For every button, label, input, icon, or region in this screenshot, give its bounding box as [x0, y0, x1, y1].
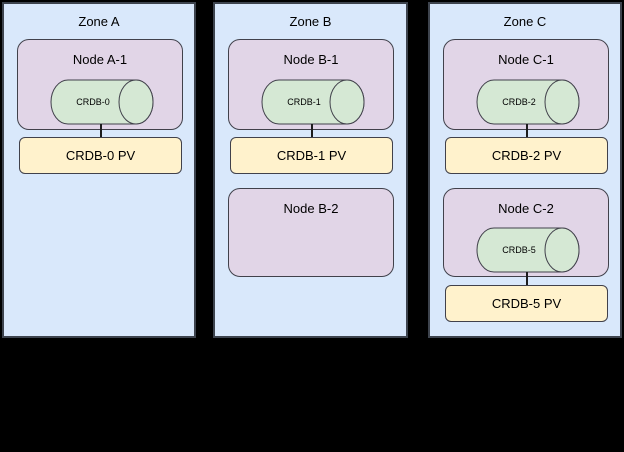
crdb-5-label: CRDB-5 [502, 245, 536, 255]
zone-c-title: Zone C [503, 14, 547, 29]
connector-line [526, 272, 528, 285]
crdb-5-pv-label: CRDB-5 PV [491, 296, 562, 311]
crdb-0-pod: CRDB-0 [50, 79, 154, 125]
zone-b-container: Zone B Node B-1 CRDB-1 CRDB-1 PV Node B-… [213, 2, 408, 338]
crdb-2-pv-box: CRDB-2 PV [445, 137, 608, 174]
connector-line [100, 124, 102, 137]
node-c-1-box: Node C-1 CRDB-2 [443, 39, 609, 130]
zone-a-title: Zone A [78, 14, 120, 29]
node-b-2-label: Node B-2 [283, 201, 339, 216]
database-cylinder-icon [476, 227, 580, 273]
crdb-1-label: CRDB-1 [287, 97, 321, 107]
node-c-2-label: Node C-2 [498, 201, 554, 216]
database-cylinder-icon [476, 79, 580, 125]
node-b-2-box: Node B-2 [228, 188, 394, 277]
crdb-2-label: CRDB-2 [502, 97, 536, 107]
zone-a-container: Zone A Node A-1 CRDB-0 CRDB-0 PV [2, 2, 196, 338]
database-cylinder-icon [261, 79, 365, 125]
crdb-1-pv-box: CRDB-1 PV [230, 137, 393, 174]
crdb-2-pod: CRDB-2 [476, 79, 580, 125]
node-b-1-box: Node B-1 CRDB-1 [228, 39, 394, 130]
zone-b-title: Zone B [289, 14, 332, 29]
crdb-0-label: CRDB-0 [76, 97, 110, 107]
crdb-2-pv-label: CRDB-2 PV [491, 148, 562, 163]
node-a-1-label: Node A-1 [72, 52, 128, 67]
node-a-1-box: Node A-1 CRDB-0 [17, 39, 183, 130]
node-b-1-label: Node B-1 [283, 52, 339, 67]
connector-line [526, 124, 528, 137]
crdb-5-pv-box: CRDB-5 PV [445, 285, 608, 322]
node-c-1-label: Node C-1 [498, 52, 554, 67]
connector-line [311, 124, 313, 137]
zone-c-container: Zone C Node C-1 CRDB-2 CRDB-2 PV Node C-… [428, 2, 622, 338]
crdb-1-pod: CRDB-1 [261, 79, 365, 125]
node-c-2-box: Node C-2 CRDB-5 [443, 188, 609, 277]
database-cylinder-icon [50, 79, 154, 125]
crdb-0-pv-box: CRDB-0 PV [19, 137, 182, 174]
crdb-0-pv-label: CRDB-0 PV [65, 148, 136, 163]
crdb-1-pv-label: CRDB-1 PV [276, 148, 347, 163]
crdb-5-pod: CRDB-5 [476, 227, 580, 273]
